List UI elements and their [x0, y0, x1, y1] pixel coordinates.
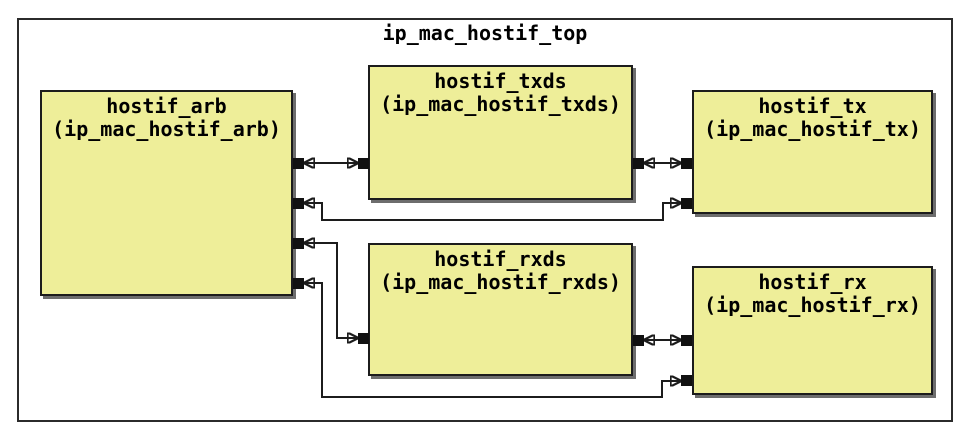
module-box-hostif-rx[interactable]: hostif_rx (ip_mac_hostif_rx)	[692, 266, 933, 395]
module-name: hostif_tx	[758, 94, 867, 118]
module-box-hostif-rxds[interactable]: hostif_rxds (ip_mac_hostif_rxds)	[368, 243, 633, 376]
module-instance: (ip_mac_hostif_txds)	[380, 92, 621, 116]
module-instance: (ip_mac_hostif_rxds)	[380, 270, 621, 294]
module-box-hostif-tx[interactable]: hostif_tx (ip_mac_hostif_tx)	[692, 90, 933, 214]
module-box-hostif-arb[interactable]: hostif_arb (ip_mac_hostif_arb)	[40, 90, 293, 296]
module-name: hostif_rx	[758, 270, 867, 294]
module-name: hostif_arb	[106, 94, 227, 118]
top-module-title: ip_mac_hostif_top	[382, 21, 588, 45]
module-name: hostif_txds	[434, 69, 567, 93]
module-instance: (ip_mac_hostif_rx)	[704, 293, 921, 317]
module-name: hostif_rxds	[434, 247, 567, 271]
module-box-hostif-txds[interactable]: hostif_txds (ip_mac_hostif_txds)	[368, 65, 633, 200]
module-instance: (ip_mac_hostif_tx)	[704, 117, 921, 141]
module-instance: (ip_mac_hostif_arb)	[52, 117, 281, 141]
